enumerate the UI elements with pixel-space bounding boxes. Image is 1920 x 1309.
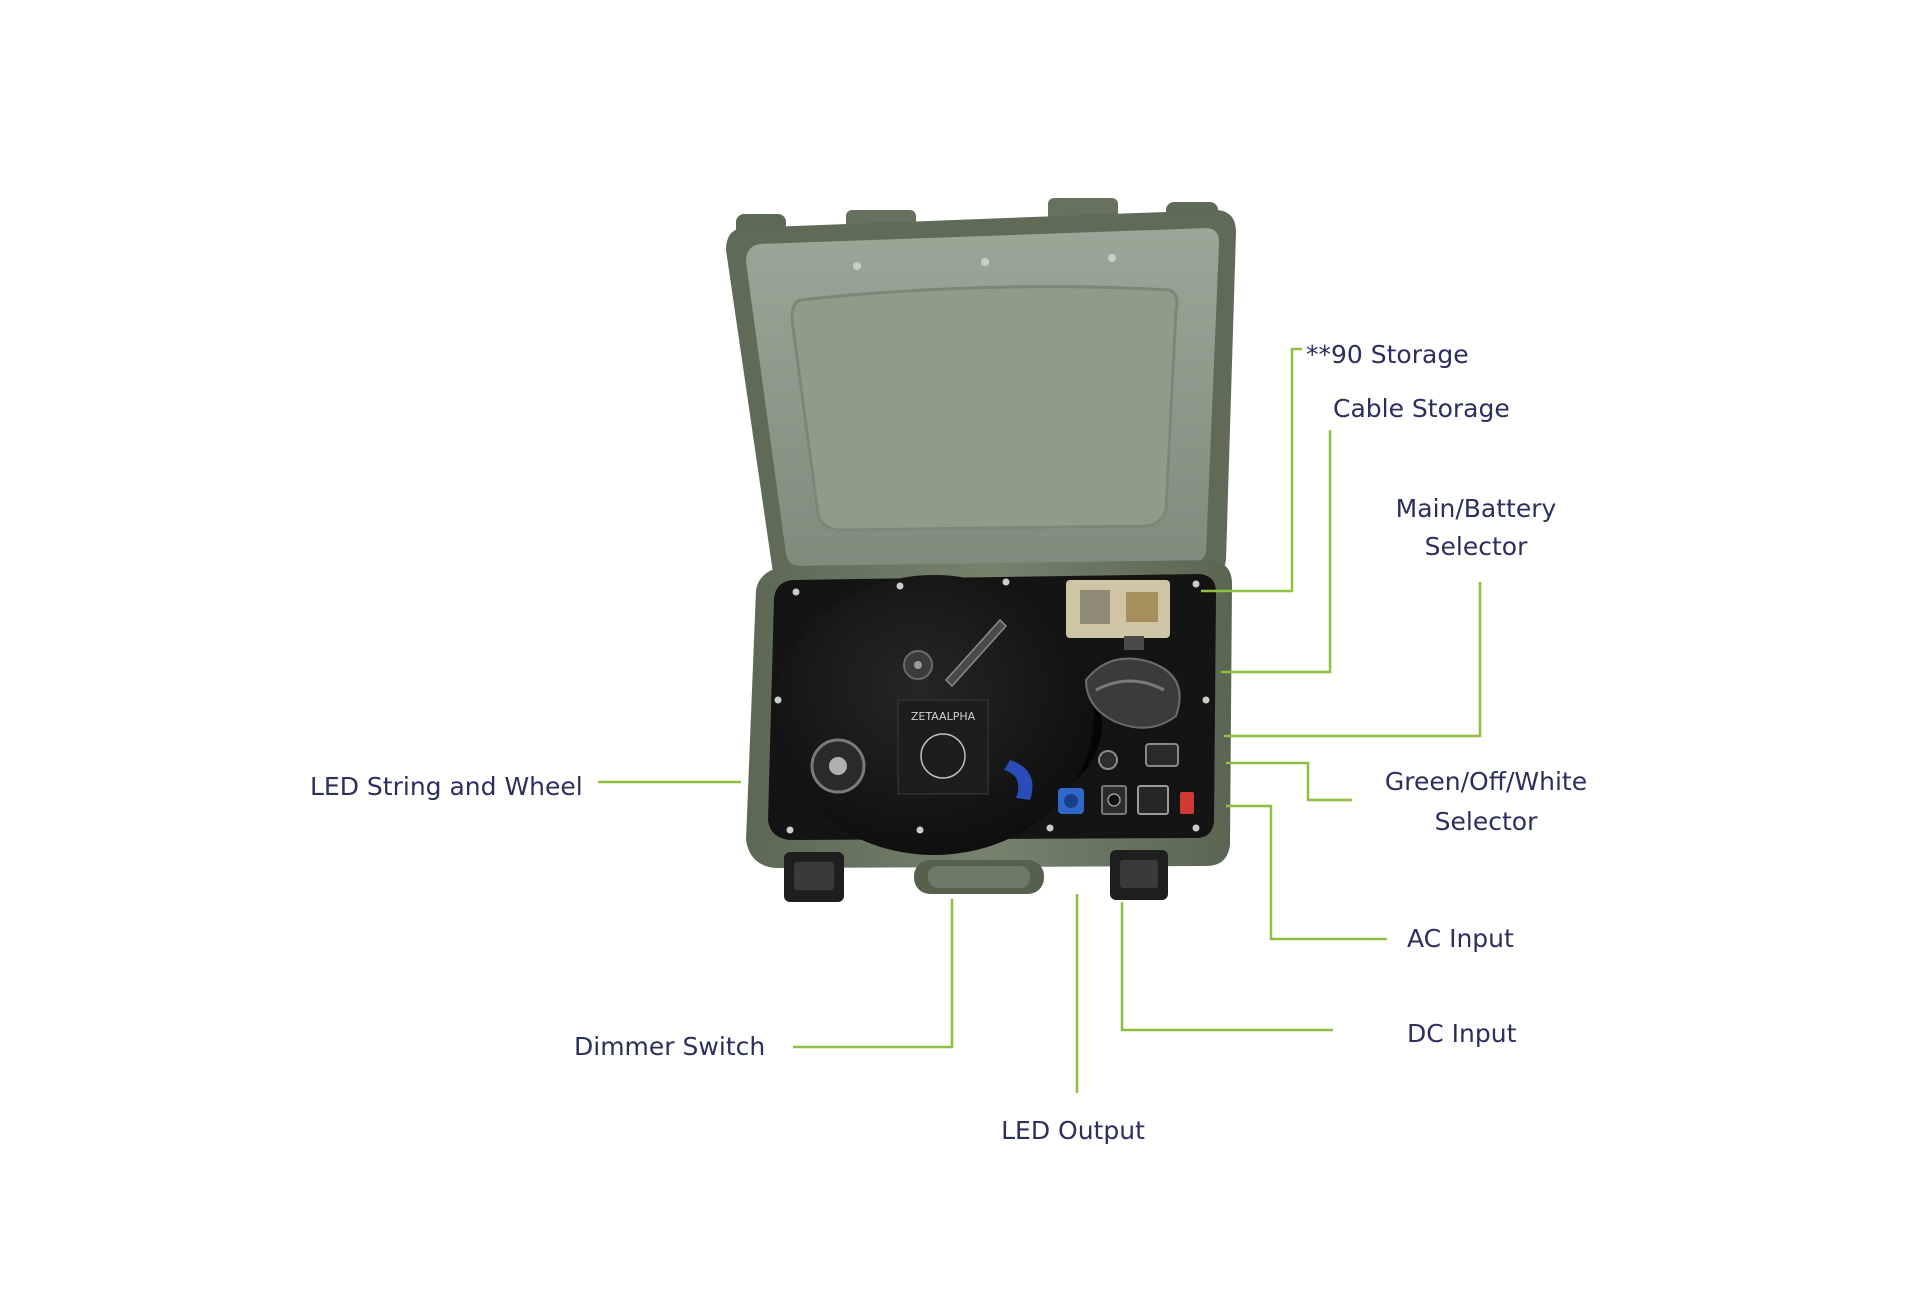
label-main-battery-line1: Main/Battery xyxy=(1395,494,1557,523)
main-battery-switch[interactable] xyxy=(1180,792,1194,814)
green-off-white-switch[interactable] xyxy=(1145,743,1179,767)
cable-bundle xyxy=(1084,657,1181,729)
storage-compartment xyxy=(1066,580,1181,729)
label-led-string-wheel: LED String and Wheel xyxy=(310,772,583,801)
wheel-blue-clip xyxy=(1004,760,1033,800)
leader-ac-input xyxy=(1226,804,1387,941)
control-panel xyxy=(1058,743,1194,815)
label-led-output: LED Output xyxy=(1001,1116,1145,1145)
case-lid xyxy=(726,198,1236,582)
storage-90-slot-2 xyxy=(1126,592,1158,622)
label-ac-input: AC Input xyxy=(1407,924,1514,953)
leader-main-battery xyxy=(1224,582,1482,738)
leader-dimmer-switch xyxy=(793,899,954,1049)
case-base: ZETAALPHA xyxy=(746,560,1232,902)
latch-left[interactable] xyxy=(784,852,844,902)
label-dc-input: DC Input xyxy=(1407,1019,1517,1048)
label-dimmer-switch: Dimmer Switch xyxy=(574,1032,766,1061)
wheel-label-emblem xyxy=(920,733,966,779)
label-main-battery-line2: Selector xyxy=(1424,532,1528,561)
wheel-hub-dot xyxy=(914,661,922,669)
label-green-off-white-line1: Green/Off/White xyxy=(1384,767,1588,796)
label-green-off-white-line2: Selector xyxy=(1434,807,1538,836)
leader-lines xyxy=(598,347,1482,1093)
led-wheel: ZETAALPHA xyxy=(774,575,1102,855)
dimmer-knob[interactable] xyxy=(1098,750,1118,770)
wheel-brand-text: ZETAALPHA xyxy=(911,710,976,723)
label-cable-storage: Cable Storage xyxy=(1333,394,1510,423)
leader-storage-90 xyxy=(1201,347,1302,593)
cable-loop xyxy=(1095,679,1165,692)
led-string-strip xyxy=(944,618,1008,688)
led-output-socket xyxy=(1064,794,1078,808)
divider-strap xyxy=(1124,636,1144,650)
dc-input-socket xyxy=(1107,793,1121,807)
case-handle-grip xyxy=(928,866,1030,888)
latch-right[interactable] xyxy=(1110,850,1168,900)
storage-90-slot-1 xyxy=(1080,590,1110,624)
ac-input-socket[interactable] xyxy=(1137,785,1169,815)
wheel-spindle-cap xyxy=(829,757,847,775)
lid-screws xyxy=(853,254,1116,270)
leader-green-off-white xyxy=(1226,761,1352,802)
leader-cable-storage xyxy=(1221,430,1332,674)
lid-inner-panel xyxy=(790,285,1179,532)
leader-dc-input xyxy=(1120,902,1333,1032)
base-screws xyxy=(774,578,1210,834)
label-storage-90: **90 Storage xyxy=(1306,340,1469,369)
